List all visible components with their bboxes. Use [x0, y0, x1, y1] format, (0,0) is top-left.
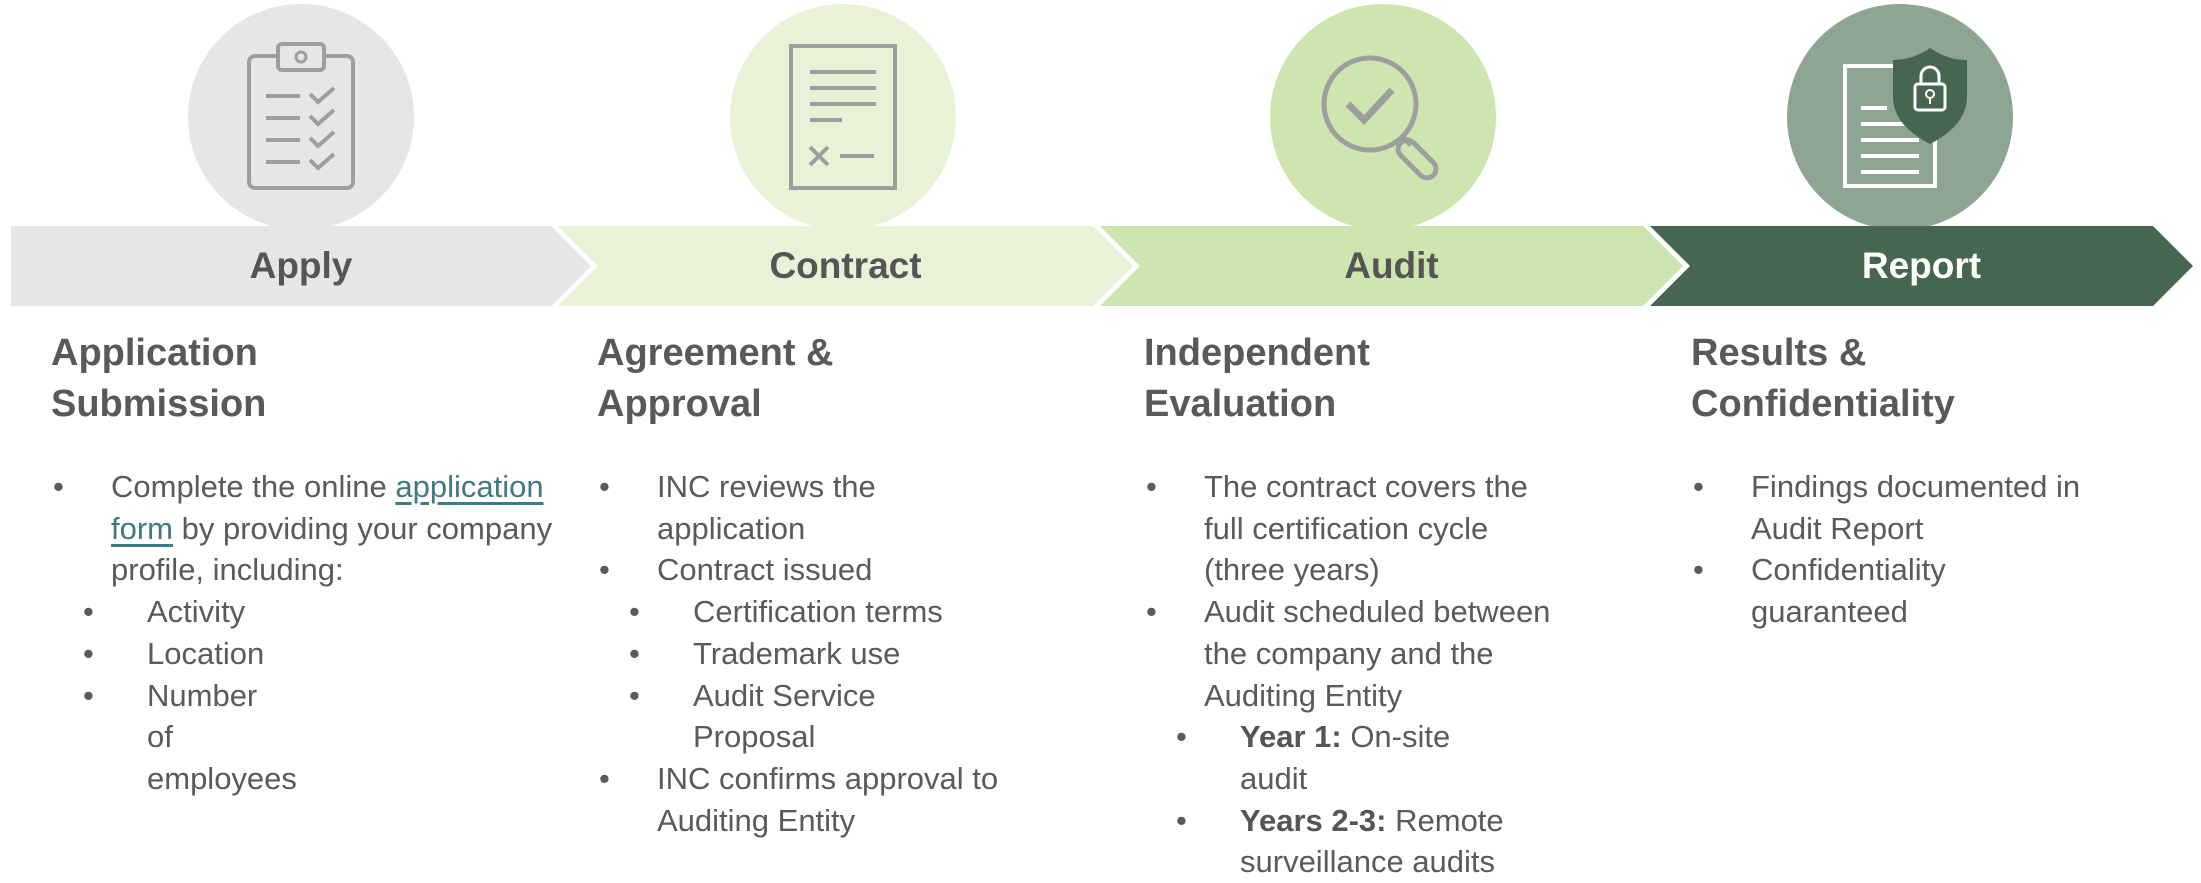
list-item: Audit Service Proposal — [597, 675, 913, 758]
apply-heading-line-1: Application — [51, 332, 258, 374]
list-item: Activity — [51, 591, 571, 633]
contract-heading-line-2: Approval — [597, 383, 762, 425]
list-item: Certification terms — [597, 591, 1117, 633]
apply-arrow — [11, 226, 591, 306]
list-item: The contract covers the full certificati… — [1144, 466, 1554, 591]
year-1-text: On-site audit — [1240, 719, 1451, 796]
report-arrow — [1650, 226, 2193, 306]
contract-heading: Agreement & Approval — [597, 328, 1117, 430]
list-item: Years 2-3: Remote surveillance audits — [1144, 800, 1540, 883]
apply-sub-list: Activity Location Number of employees — [51, 591, 571, 800]
list-item: Trademark use — [597, 633, 1117, 675]
report-heading: Results & Confidentiality — [1691, 328, 2201, 430]
list-item: Audit scheduled between the company and … — [1144, 591, 1584, 716]
audit-arrow — [1100, 226, 1683, 306]
list-item: Contract issued — [597, 549, 1117, 591]
audit-stage-label: Audit — [1344, 245, 1439, 286]
list-item: Complete the online application form by … — [51, 466, 571, 591]
apply-heading: Application Submission — [51, 328, 571, 430]
secure-report-icon — [1787, 4, 2013, 230]
contract-heading-line-1: Agreement & — [597, 332, 834, 374]
report-heading-line-2: Confidentiality — [1691, 383, 1955, 425]
list-item: Location — [51, 633, 571, 675]
contract-sub-list: Certification terms Trademark use Audit … — [597, 591, 1117, 758]
magnifier-check-icon — [1270, 4, 1496, 230]
list-item: Confidentiality guaranteed — [1691, 549, 2011, 632]
audit-heading: Independent Evaluation — [1144, 328, 1664, 430]
apply-icon-circle — [188, 4, 414, 230]
audit-icon-circle — [1270, 4, 1496, 230]
contract-document-icon — [730, 4, 956, 230]
audit-heading-line-1: Independent — [1144, 332, 1370, 374]
report-stage-label: Report — [1861, 245, 1982, 286]
audit-bullet-list: The contract covers the full certificati… — [1144, 466, 1664, 716]
list-item: INC confirms approval to Auditing Entity — [597, 758, 1047, 841]
apply-text-pre: Complete the online — [111, 469, 396, 504]
audit-sub-list: Year 1: On-site audit Years 2-3: Remote … — [1144, 716, 1664, 883]
contract-bullet-list: INC reviews the application Contract iss… — [597, 466, 1117, 591]
contract-bullet-list-2: INC confirms approval to Auditing Entity — [597, 758, 1117, 841]
report-bullet-list: Findings documented in Audit Report Conf… — [1691, 466, 2201, 633]
application-form-link[interactable]: application form — [111, 469, 544, 546]
contract-arrow — [558, 226, 1133, 306]
contract-stage-label: Contract — [769, 245, 922, 286]
apply-text-post: by providing your company profile, inclu… — [111, 510, 553, 588]
apply-heading-line-2: Submission — [51, 383, 267, 425]
audit-column: Independent Evaluation The contract cove… — [1144, 328, 1664, 883]
apply-column: Application Submission Complete the onli… — [51, 328, 571, 800]
list-item: INC reviews the application — [597, 466, 917, 549]
year-1-label: Year 1: — [1240, 719, 1342, 755]
contract-column: Agreement & Approval INC reviews the app… — [597, 328, 1117, 841]
apply-stage-label: Apply — [249, 245, 353, 286]
audit-heading-line-2: Evaluation — [1144, 383, 1337, 425]
apply-bullet-list: Complete the online application form by … — [51, 466, 571, 591]
years-2-3-label: Years 2-3: — [1240, 802, 1387, 838]
report-heading-line-1: Results & — [1691, 332, 1867, 374]
process-arrow-band — [11, 226, 2193, 306]
report-icon-circle — [1787, 4, 2013, 230]
clipboard-checklist-icon — [188, 4, 414, 230]
report-column: Results & Confidentiality Findings docum… — [1691, 328, 2201, 633]
list-item: Number of employees — [51, 675, 297, 800]
contract-icon-circle — [730, 4, 956, 230]
list-item: Findings documented in Audit Report — [1691, 466, 2131, 549]
list-item: Year 1: On-site audit — [1144, 716, 1520, 799]
